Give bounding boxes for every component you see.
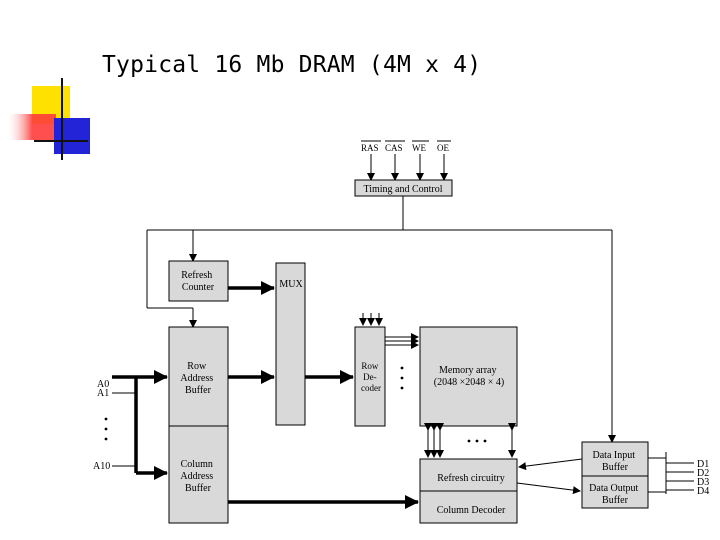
deco-red-bar xyxy=(8,114,56,140)
deco-blue-square xyxy=(54,118,90,154)
control-bus xyxy=(146,196,616,443)
data-pin-lines xyxy=(648,452,694,494)
memory-array-label: Memory array (2048 ×2048 × 4) xyxy=(434,365,504,388)
pin-d3: D3 xyxy=(697,477,709,488)
signal-oe: OE xyxy=(437,143,449,153)
column-decoder-block xyxy=(419,490,518,524)
control-signals: RAS CAS WE OE xyxy=(361,140,451,153)
column-address-buffer-label: Column Address Buffer xyxy=(180,459,215,494)
address-pins: A0 A1 A10 xyxy=(93,379,136,472)
data-pin-labels: D1 D2 D3 D4 xyxy=(697,459,709,497)
pin-a0: A0 xyxy=(97,379,109,390)
timing-control-label: Timing and Control xyxy=(363,184,442,195)
data-input-buffer-label: Data Input Buffer xyxy=(593,450,638,473)
row-address-buffer-block xyxy=(168,326,229,427)
refresh-counter-label: Refresh Counter xyxy=(181,270,215,293)
slide-decoration xyxy=(8,78,98,163)
column-decoder-label: Column Decoder xyxy=(437,505,506,516)
data-output-buffer-block xyxy=(581,475,649,509)
signal-ras: RAS xyxy=(361,143,379,153)
pin-d1: D1 xyxy=(697,459,709,470)
pin-d2: D2 xyxy=(697,468,709,479)
data-output-buffer-label: Data Output Buffer xyxy=(589,483,641,506)
refresh-circuitry-block xyxy=(419,458,518,492)
slide-title: Typical 16 Mb DRAM (4M x 4) xyxy=(102,52,482,78)
row-address-buffer-label: Row Address Buffer xyxy=(180,361,215,396)
pin-a10: A10 xyxy=(93,461,110,472)
row-decoder-label: Row De- coder xyxy=(361,361,381,393)
mux-block xyxy=(275,262,306,426)
column-address-buffer-block xyxy=(168,425,229,524)
row-decoder-block xyxy=(354,326,386,427)
signal-we: WE xyxy=(412,143,426,153)
pin-d4: D4 xyxy=(697,486,709,497)
control-signal-arrows xyxy=(367,154,448,181)
array-column-arrows xyxy=(424,423,516,458)
mux-label: MUX xyxy=(279,279,303,290)
refresh-circuitry-label: Refresh circuitry xyxy=(437,473,504,484)
refresh-counter-block xyxy=(168,260,229,302)
decoder-to-array-lines xyxy=(385,333,419,390)
memory-array-block xyxy=(419,326,518,427)
signal-cas: CAS xyxy=(385,143,403,153)
buffer-io-lines xyxy=(516,458,583,495)
refresh-to-decoder-lines xyxy=(359,313,383,326)
pin-a1: A1 xyxy=(97,388,109,399)
